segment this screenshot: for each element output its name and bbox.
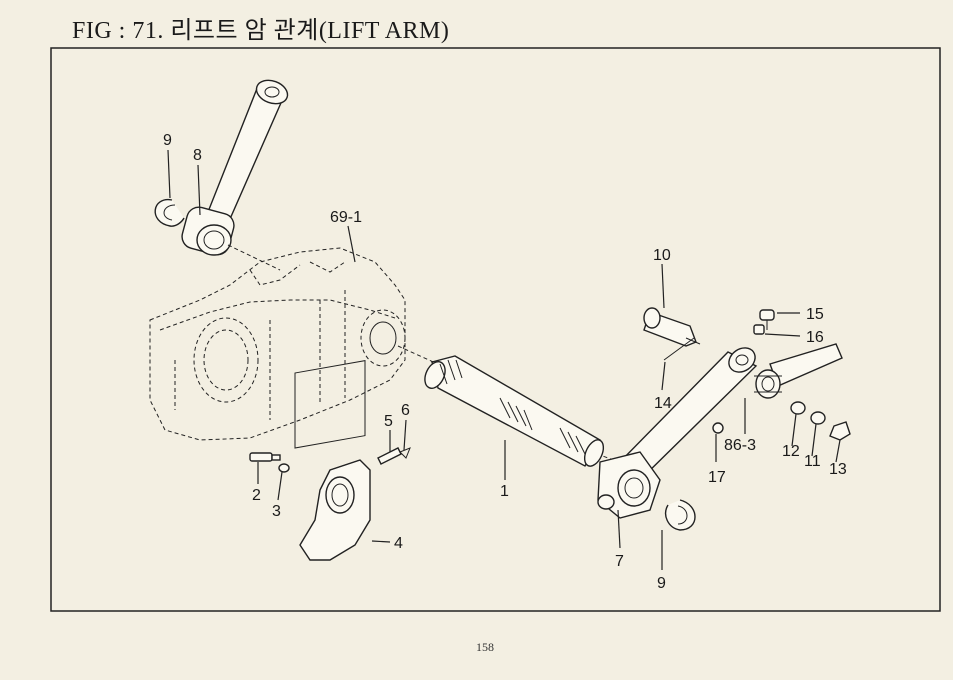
bolt-part-15 — [759, 309, 775, 330]
callout-86-3: 86-3 — [724, 437, 756, 454]
lift-shaft — [424, 355, 605, 467]
snap-ring-upper — [154, 199, 185, 227]
washer-part-11 — [810, 411, 826, 425]
callout-6: 6 — [401, 402, 410, 419]
upper-lift-arm — [181, 79, 289, 256]
callout-10: 10 — [653, 247, 671, 264]
pin-part-10 — [643, 307, 701, 347]
washer-part-3 — [278, 463, 290, 473]
nut-part-17 — [712, 422, 724, 434]
callout-12: 12 — [782, 443, 800, 460]
callout-11: 11 — [804, 453, 821, 470]
callout-3: 3 — [272, 503, 281, 520]
callout-9-lower: 9 — [657, 575, 666, 592]
callout-5: 5 — [384, 413, 393, 430]
washer-part-12 — [790, 401, 806, 415]
lift-arm-bracket — [294, 360, 371, 561]
lower-lift-arm — [597, 347, 758, 519]
transmission-housing — [149, 247, 406, 441]
callout-13: 13 — [829, 461, 847, 478]
callout-4: 4 — [394, 535, 403, 552]
callout-9-upper: 9 — [163, 132, 172, 149]
callout-2: 2 — [252, 487, 261, 504]
cotter-pin-14 — [663, 337, 695, 361]
callout-17: 17 — [708, 469, 726, 486]
bushing-part-16 — [753, 324, 765, 335]
nut-part-13 — [829, 421, 851, 441]
snap-ring-lower — [664, 499, 696, 531]
lift-rod — [754, 343, 843, 399]
callout-15: 15 — [806, 306, 824, 323]
page-number: 158 — [476, 640, 494, 654]
callout-8: 8 — [193, 147, 202, 164]
pin-part-2 — [249, 452, 281, 462]
callout-14: 14 — [654, 395, 672, 412]
diagram-frame — [50, 47, 941, 612]
callout-16: 16 — [806, 329, 824, 346]
figure-title: FIG : 71. 리프트 암 관계(LIFT ARM) — [72, 18, 450, 44]
pin-part-5 — [377, 447, 402, 465]
callout-1: 1 — [500, 483, 509, 500]
callout-69-1: 69-1 — [330, 209, 362, 226]
clip-part-6 — [399, 447, 411, 459]
callout-7: 7 — [615, 553, 624, 570]
